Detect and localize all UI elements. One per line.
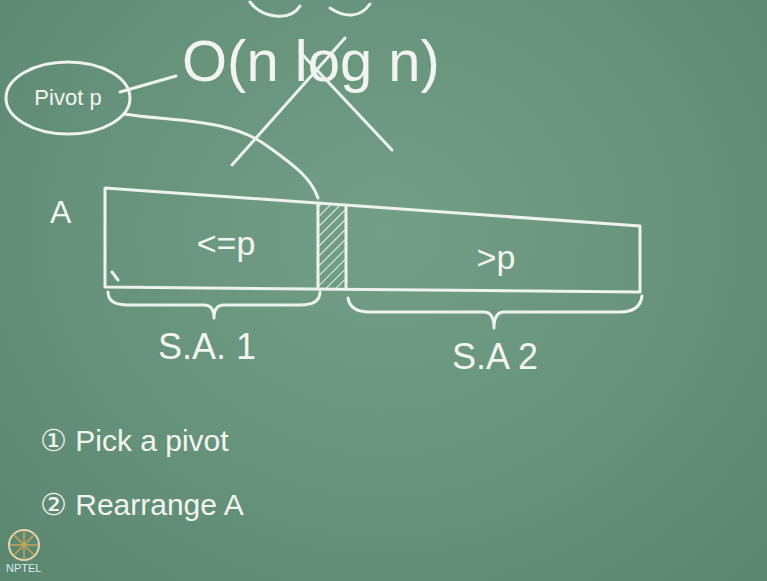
logo-text: NPTEL: [6, 562, 41, 575]
step-item: ① Pick a pivot: [40, 424, 229, 459]
array-cell: <=p: [187, 218, 266, 270]
array-name: A: [50, 194, 71, 231]
subarray-label: S.A 2: [452, 336, 538, 377]
node-text: Pivot p: [34, 85, 101, 110]
step-item: ② Rearrange A: [40, 488, 244, 523]
chalk-tick: [112, 272, 118, 280]
pivot-circle: Pivot p: [4, 60, 132, 136]
node-text: >p: [477, 238, 516, 277]
subarray-label: S.A. 1: [158, 326, 256, 367]
array-outline: [105, 188, 640, 292]
brace: [348, 296, 642, 328]
node-text: <=p: [197, 224, 256, 263]
pivot-cell-hatch: [319, 205, 345, 288]
pivot-link: [124, 114, 318, 198]
brace: [108, 292, 320, 318]
logo-spokes: [10, 531, 38, 559]
chalk-fragment: [250, 2, 300, 16]
complexity-note: O(n log n): [182, 28, 440, 95]
array-cell: >p: [467, 232, 526, 284]
logo-emblem: [9, 530, 39, 560]
pivot-circle-outline: [6, 62, 130, 134]
chalk-fragment: [330, 4, 370, 15]
